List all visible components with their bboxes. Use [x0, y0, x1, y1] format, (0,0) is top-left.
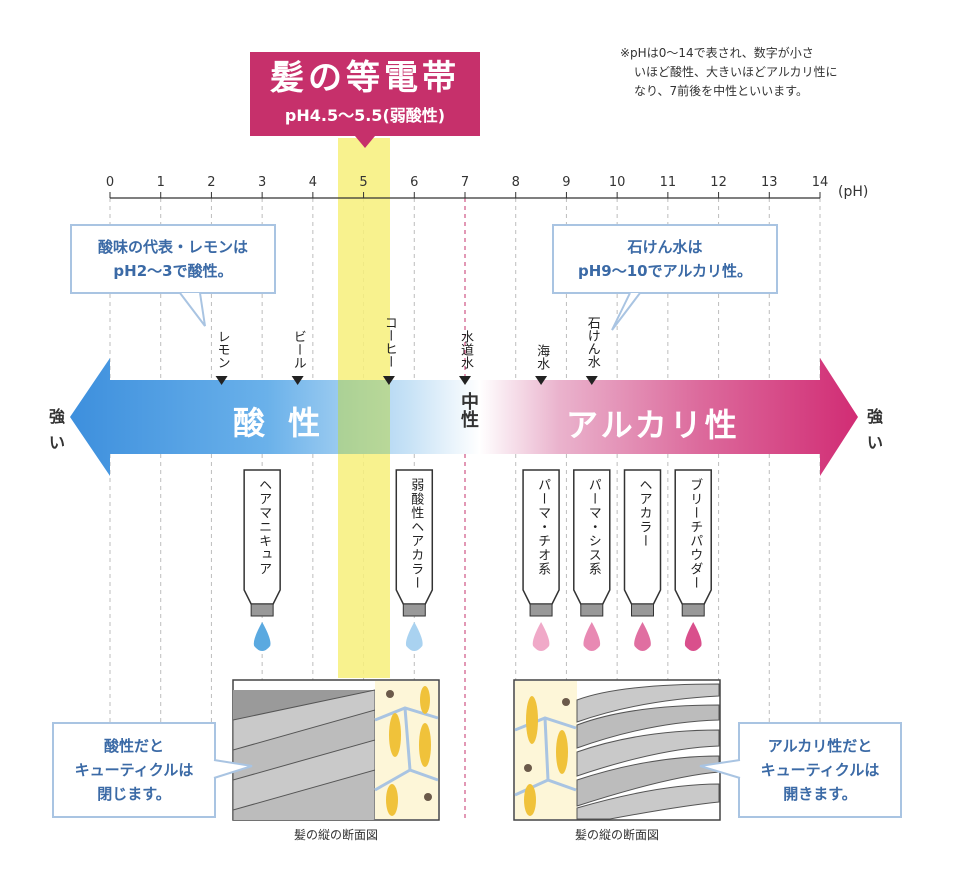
callout-acid-line-2: キューティクルは: [74, 761, 194, 779]
marker-label: 石けん水: [584, 316, 600, 368]
ph-arrow: [70, 358, 858, 476]
axis-tick-label: 0: [106, 175, 114, 190]
title-range: pH4.5〜5.5(弱酸性): [284, 106, 446, 125]
ph-unit-label: (pH): [838, 184, 869, 200]
product-label: ヘアカラー: [636, 478, 652, 548]
product-label: ヘアマニキュア: [256, 478, 272, 576]
axis-tick-label: 2: [207, 175, 215, 190]
ph-note: ※pHは0〜14で表され、数字が小さ いほど酸性、大きいほどアルカリ性に なり、…: [620, 44, 920, 101]
marker-triangle: [535, 376, 548, 385]
tube-cap: [580, 603, 604, 617]
product-drop: [532, 622, 550, 651]
axis-tick-label: 3: [258, 175, 266, 190]
cross-section-caption-left: 髪の縦の断面図: [293, 828, 378, 842]
marker-triangle: [291, 376, 304, 385]
axis-tick-label: 1: [157, 175, 165, 190]
callout-acid-line-1: 酸性だと: [103, 737, 164, 755]
tail-lemon: [179, 292, 206, 327]
neutral-zone-label: 中性: [458, 392, 479, 428]
callout-lemon-line-1: 酸味の代表・レモンは: [97, 238, 248, 256]
axis-tick-label: 11: [660, 175, 677, 190]
axis-tick-label: 7: [461, 175, 469, 190]
callout-alkali-cuticle: アルカリ性だと キューティクルは 開きます。: [738, 722, 902, 818]
product-drop: [634, 622, 651, 651]
tail-acid: [213, 759, 253, 779]
callout-acid-line-3: 閉じます。: [97, 785, 171, 803]
acid-zone-label: 酸 性: [233, 404, 327, 442]
callout-lemon-line-2: pH2〜3で酸性。: [113, 262, 233, 280]
marker-layer: [215, 376, 598, 385]
product-drop: [583, 622, 601, 651]
cross-section-acid: [232, 679, 440, 821]
marker-label: レモン: [214, 330, 230, 369]
product-drop: [253, 622, 271, 651]
product-drop: [405, 622, 423, 651]
cross-section-caption-right: 髪の縦の断面図: [574, 828, 659, 842]
tail-soap: [611, 292, 641, 331]
tube-cap: [402, 603, 426, 617]
note-line-3: なり、7前後を中性といいます。: [634, 84, 808, 98]
title-main: 髪の等電帯: [270, 58, 460, 98]
axis-tick-label: 5: [359, 175, 367, 190]
product-label: パーマ・シス系: [585, 478, 601, 576]
product-label: 弱酸性ヘアカラー: [408, 478, 424, 590]
product-label: ブリーチパウダー: [687, 478, 703, 590]
callout-soap-line-1: 石けん水は: [627, 238, 703, 256]
marker-triangle: [459, 376, 471, 385]
product-drop: [684, 622, 702, 651]
axis-tick-label: 9: [562, 175, 570, 190]
tail-alkali: [699, 759, 741, 779]
strong-acid-label: 強い: [48, 407, 65, 452]
tube-cap: [631, 603, 654, 617]
axis-tick-label: 14: [812, 175, 829, 190]
cuticle-closed: [233, 689, 375, 820]
marker-label: 海水: [534, 344, 550, 370]
marker-triangle: [585, 376, 598, 385]
note-line-1: ※pHは0〜14で表され、数字が小さ: [620, 46, 814, 60]
callout-lemon: 酸味の代表・レモンは pH2〜3で酸性。: [70, 224, 276, 294]
axis-tick-label: 4: [309, 175, 317, 190]
cross-section-alkali: [513, 679, 721, 821]
axis-tick-label: 12: [710, 175, 727, 190]
callout-alkali-line-1: アルカリ性だと: [767, 737, 873, 755]
title-box: 髪の等電帯 pH4.5〜5.5(弱酸性): [250, 52, 480, 136]
strong-alkali-label: 強い: [866, 407, 883, 452]
marker-label: 水道水: [458, 330, 473, 369]
marker-label: コーヒー: [381, 316, 397, 368]
alkali-zone-label: アルカリ性: [566, 406, 740, 444]
axis-tick-label: 10: [609, 175, 626, 190]
marker-triangle: [382, 376, 395, 385]
tube-cap: [250, 603, 274, 617]
isoelectric-band-overlay: [338, 380, 390, 454]
callout-alkali-line-2: キューティクルは: [760, 761, 880, 779]
callout-soap-line-2: pH9〜10でアルカリ性。: [577, 262, 752, 280]
note-line-2: いほど酸性、大きいほどアルカリ性に: [634, 65, 838, 79]
callout-alkali-line-3: 開きます。: [783, 785, 857, 803]
marker-triangle: [215, 376, 228, 385]
callout-soap: 石けん水は pH9〜10でアルカリ性。: [552, 224, 778, 294]
axis-tick-label: 6: [410, 175, 418, 190]
tube-cap: [529, 603, 553, 617]
tube-cap: [681, 603, 705, 617]
axis-tick-label: 8: [512, 175, 520, 190]
product-layer: [243, 469, 712, 651]
callout-acid-cuticle: 酸性だと キューティクルは 閉じます。: [52, 722, 216, 818]
cuticle-open: [576, 683, 720, 820]
marker-label: ビール: [290, 330, 306, 369]
product-label: パーマ・チオ系: [535, 478, 551, 576]
title-pointer: [355, 136, 375, 148]
axis-tick-label: 13: [761, 175, 778, 190]
